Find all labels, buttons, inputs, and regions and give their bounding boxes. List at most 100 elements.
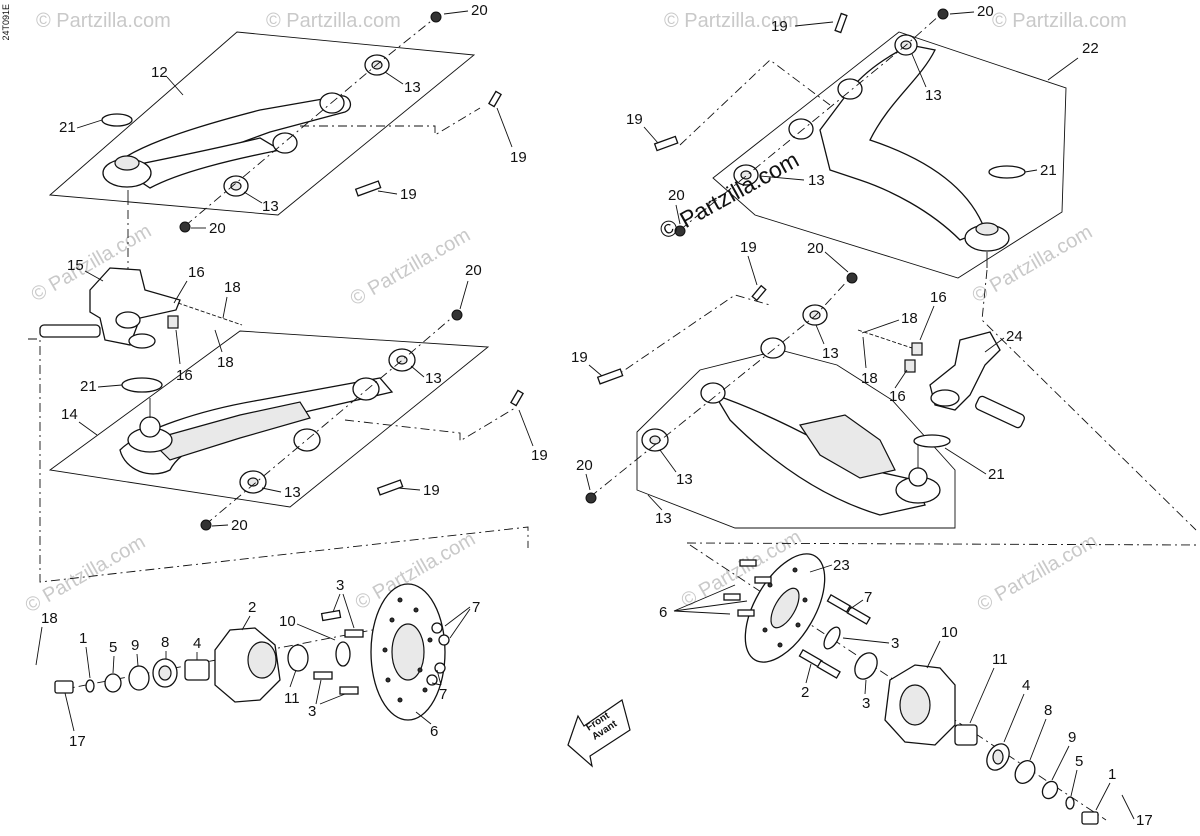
callout-label: 20 [977, 3, 994, 20]
callout-label: 19 [626, 111, 643, 128]
front-label: Front Avant [568, 693, 638, 753]
bushing-13 [837, 78, 863, 100]
callout-label: 18 [41, 610, 58, 627]
callout-label: 15 [67, 257, 84, 274]
callout-label: 13 [822, 345, 839, 362]
bolt-19 [510, 389, 524, 407]
callout-label: 11 [992, 651, 1008, 668]
watermark-layer: © Partzilla.com © Partzilla.com © Partzi… [22, 10, 1127, 617]
callout-label: 20 [465, 262, 482, 279]
callout-label: 10 [941, 624, 958, 641]
bolt-19 [376, 479, 404, 496]
callout-label: 13 [284, 484, 301, 501]
callout-label: 16 [176, 367, 193, 384]
callout-label: 6 [430, 723, 438, 740]
nut-20 [200, 519, 212, 531]
callout-label: 20 [668, 187, 685, 204]
bushing-13 [760, 337, 786, 359]
callout-label: 18 [217, 354, 234, 371]
castle-nut-16 [167, 315, 179, 329]
callout-label: 21 [59, 119, 76, 136]
callout-label: 17 [69, 733, 86, 750]
callouts: 20 13 12 21 19 19 13 20 15 16 18 18 16 2… [35, 2, 1153, 829]
bolt-19 [596, 368, 624, 385]
callout-label: 14 [61, 406, 78, 423]
oring-21 [913, 434, 951, 448]
callout-label: 13 [925, 87, 942, 104]
left-hub-group [54, 583, 450, 721]
callout-label: 22 [1082, 40, 1099, 57]
callout-label: 13 [655, 510, 672, 527]
callout-label: 3 [862, 695, 870, 712]
callout-label: 23 [833, 557, 850, 574]
bushing-13 [788, 118, 814, 140]
callout-label: 8 [1044, 702, 1052, 719]
brake-disc-6 [370, 583, 446, 721]
left-lower-arm-group [28, 309, 529, 583]
right-lower-arm-group [585, 269, 1197, 546]
callout-label: 1 [1108, 766, 1116, 783]
callout-label: 7 [864, 589, 872, 606]
callout-label: 11 [284, 690, 300, 707]
watermark: © Partzilla.com [992, 10, 1127, 32]
oring-21 [121, 377, 163, 393]
bushing-13 [641, 428, 669, 452]
callout-label: 16 [930, 289, 947, 306]
callout-label: 16 [188, 264, 205, 281]
bushing-13 [352, 377, 380, 401]
callout-label: 3 [308, 703, 316, 720]
callout-label: 19 [531, 447, 548, 464]
castle-nut-16 [904, 342, 923, 373]
callout-label: 13 [262, 198, 279, 215]
bolt-19 [653, 135, 679, 152]
bushing-13 [700, 382, 726, 404]
callout-label: 3 [336, 577, 344, 594]
callout-label: 13 [404, 79, 421, 96]
oring-21 [988, 165, 1026, 179]
brake-disc-6 [744, 553, 826, 663]
callout-label: 19 [400, 186, 417, 203]
callout-label: 13 [808, 172, 825, 189]
callout-label: 6 [659, 604, 667, 621]
callout-label: 2 [248, 599, 256, 616]
nut-20 [451, 309, 463, 321]
callout-label: 10 [279, 613, 296, 630]
callout-label: 4 [193, 635, 201, 652]
callout-label: 3 [891, 635, 899, 652]
callout-label: 7 [439, 686, 447, 703]
bolt-19 [354, 180, 382, 197]
left-upper-arm-group [48, 11, 502, 233]
nut-20 [674, 225, 686, 237]
nut-20 [846, 272, 858, 284]
callout-label: 21 [1040, 162, 1057, 179]
callout-label: 20 [209, 220, 226, 237]
callout-label: 20 [807, 240, 824, 257]
callout-label: 20 [231, 517, 248, 534]
callout-label: 19 [571, 349, 588, 366]
callout-label: 7 [472, 599, 480, 616]
right-upper-arm-group [653, 8, 1067, 279]
watermark: © Partzilla.com [347, 224, 475, 310]
callout-label: 19 [510, 149, 527, 166]
callout-label: 21 [988, 466, 1005, 483]
callout-label: 20 [471, 2, 488, 19]
bolt-19 [751, 284, 767, 302]
bushing-13 [733, 164, 759, 186]
callout-label: 9 [1068, 729, 1076, 746]
callout-label: 19 [740, 239, 757, 256]
document-id: 24T091E [1, 4, 11, 41]
bolt-19 [488, 90, 502, 108]
knuckle-24 [929, 331, 1025, 429]
watermark: © Partzilla.com [266, 10, 401, 32]
watermark: © Partzilla.com [974, 530, 1102, 616]
callout-label: 18 [901, 310, 918, 327]
watermark: © Partzilla.com [36, 10, 171, 32]
bolt-19 [834, 12, 848, 34]
callout-label: 13 [676, 471, 693, 488]
callout-label: 24 [1006, 328, 1023, 345]
bushing-13 [239, 470, 267, 494]
callout-label: 1 [79, 630, 87, 647]
callout-label: 21 [80, 378, 97, 395]
